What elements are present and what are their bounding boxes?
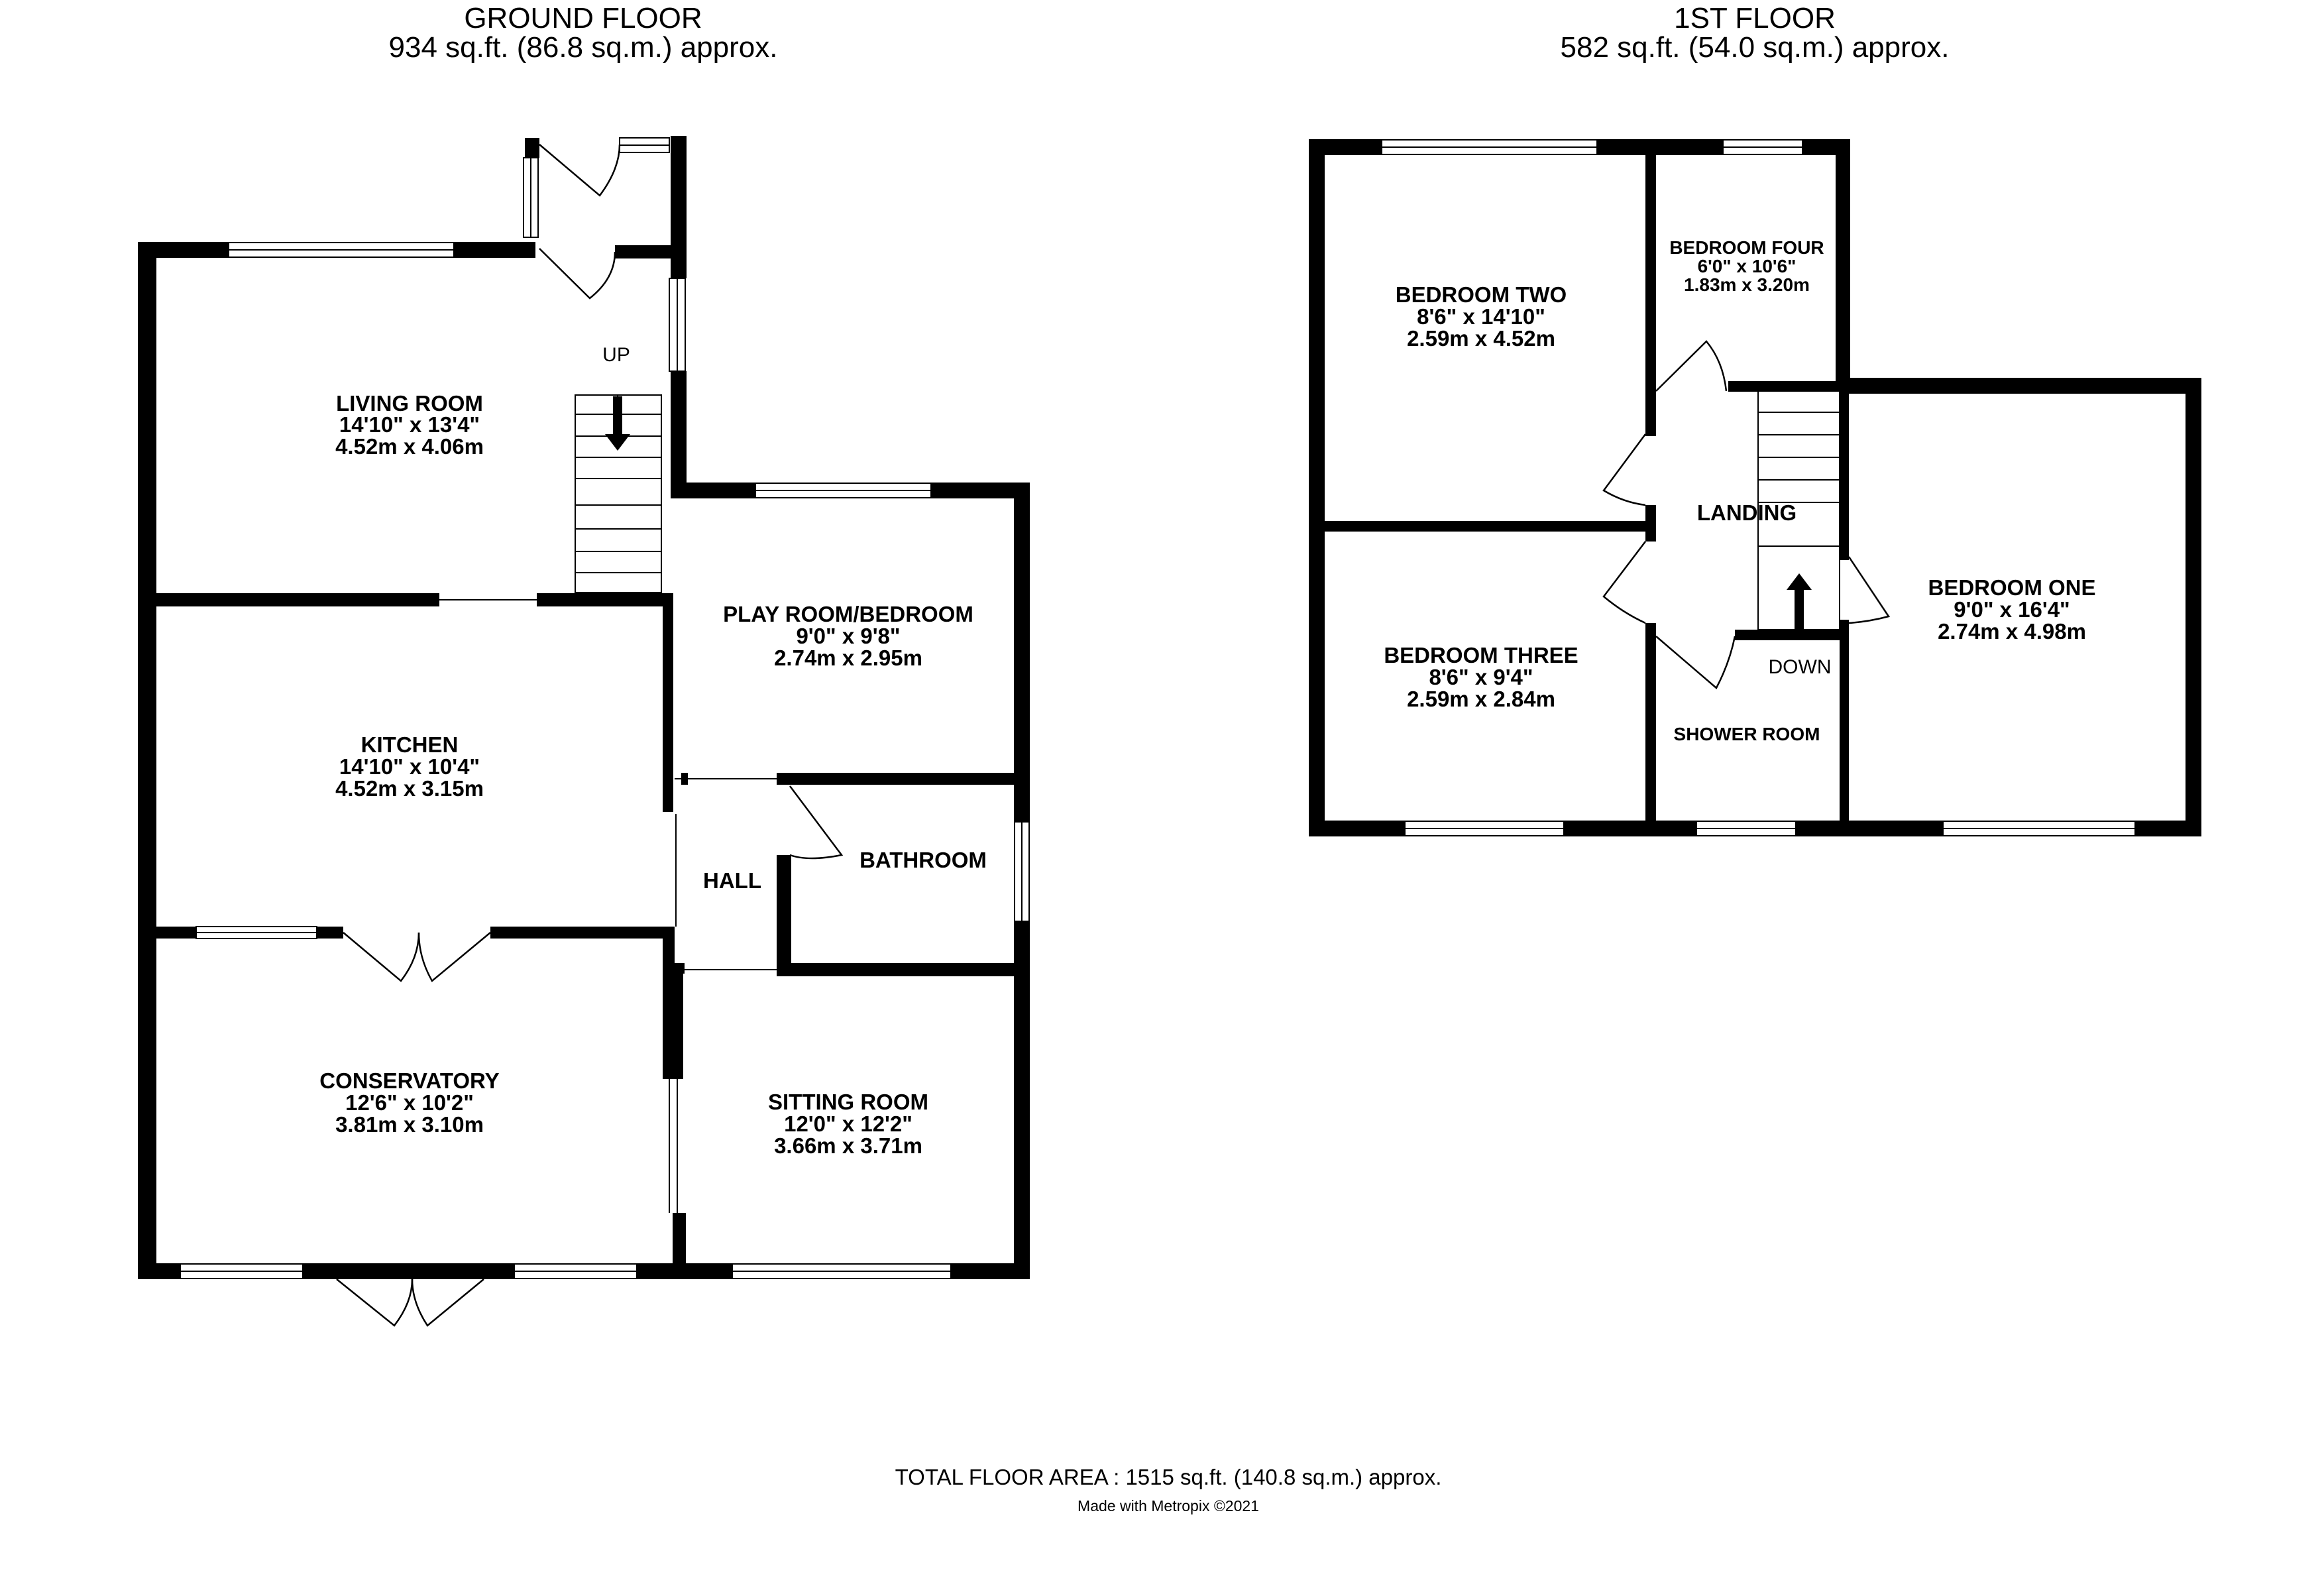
room-imperial: 8'6" x 14'10" [1417,304,1545,329]
room-hall: HALL [703,868,761,893]
stairs-up-label: UP [602,344,630,366]
room-bedroom-one: BEDROOM ONE 9'0" x 16'4" 2.74m x 4.98m [1928,575,2095,644]
room-metric: 3.81m x 3.10m [335,1112,484,1137]
room-imperial: 9'0" x 16'4" [1954,597,2070,622]
room-bedroom-two: BEDROOM TWO 8'6" x 14'10" 2.59m x 4.52m [1396,282,1567,351]
room-imperial: 6'0" x 10'6" [1698,256,1797,276]
room-name: CONSERVATORY [319,1068,499,1093]
credit-text: Made with Metropix ©2021 [1078,1497,1259,1514]
first-floor-stairs [1757,390,1840,630]
ground-floor-stairs [575,394,662,593]
room-name: BEDROOM ONE [1928,575,2095,600]
room-metric: 2.59m x 4.52m [1407,326,1555,351]
room-metric: 2.59m x 2.84m [1407,687,1555,711]
room-name: PLAY ROOM/BEDROOM [723,602,973,626]
room-imperial: 14'10" x 10'4" [339,754,480,779]
room-name: BEDROOM THREE [1384,643,1578,667]
ground-floor-area: 934 sq.ft. (86.8 sq.m.) approx. [389,31,778,64]
room-living-room: LIVING ROOM 14'10" x 13'4" 4.52m x 4.06m [335,391,484,459]
first-floor-windows [1381,139,2136,836]
room-metric: 4.52m x 4.06m [335,434,484,459]
room-metric: 3.66m x 3.71m [774,1133,922,1158]
room-name: BEDROOM TWO [1396,282,1567,307]
room-imperial: 14'10" x 13'4" [339,412,480,437]
room-imperial: 12'6" x 10'2" [345,1090,474,1115]
room-imperial: 12'0" x 12'2" [784,1112,913,1136]
room-name: KITCHEN [361,732,459,757]
room-metric: 2.74m x 4.98m [1938,619,2086,644]
ground-floor-windows [180,137,1030,1279]
first-floor-title: 1ST FLOOR [1674,2,1836,34]
room-imperial: 9'0" x 9'8" [796,624,900,648]
room-play-room: PLAY ROOM/BEDROOM 9'0" x 9'8" 2.74m x 2.… [723,602,973,670]
room-bathroom: BATHROOM [859,848,987,872]
room-metric: 4.52m x 3.15m [335,776,484,801]
total-floor-area: TOTAL FLOOR AREA : 1515 sq.ft. (140.8 sq… [895,1465,1442,1489]
room-bedroom-four: BEDROOM FOUR 6'0" x 10'6" 1.83m x 3.20m [1669,237,1824,295]
room-kitchen: KITCHEN 14'10" x 10'4" 4.52m x 3.15m [335,732,484,801]
room-sitting-room: SITTING ROOM 12'0" x 12'2" 3.66m x 3.71m [768,1090,928,1158]
room-shower-room: SHOWER ROOM [1674,724,1820,744]
room-imperial: 8'6" x 9'4" [1429,665,1533,689]
ground-floor-doors [336,144,844,1327]
stairs-down-label: DOWN [1769,656,1832,678]
room-conservatory: CONSERVATORY 12'6" x 10'2" 3.81m x 3.10m [319,1068,499,1137]
first-floor-area: 582 sq.ft. (54.0 sq.m.) approx. [1561,31,1950,64]
room-bedroom-three: BEDROOM THREE 8'6" x 9'4" 2.59m x 2.84m [1384,643,1578,711]
room-name: SITTING ROOM [768,1090,928,1114]
ground-floor-title: GROUND FLOOR [464,2,702,34]
room-name: LIVING ROOM [336,391,483,416]
first-floor-doors [1602,340,1891,689]
room-name: BEDROOM FOUR [1669,237,1824,258]
room-landing: LANDING [1697,500,1797,525]
room-metric: 2.74m x 2.95m [774,646,922,670]
room-metric: 1.83m x 3.20m [1684,274,1810,295]
